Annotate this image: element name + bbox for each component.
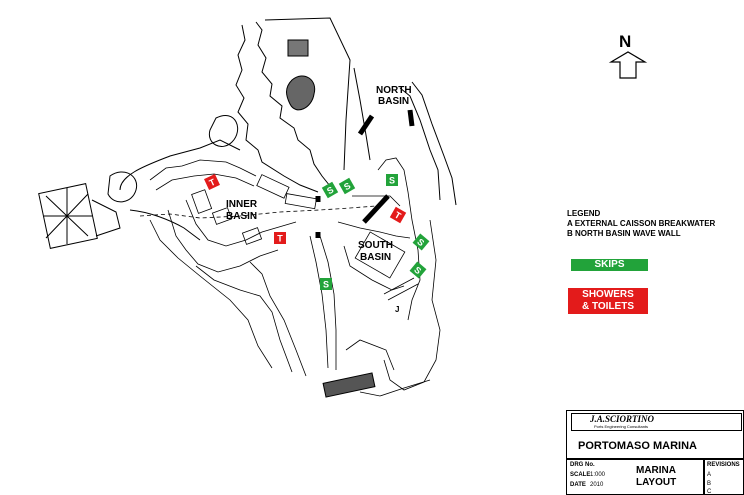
skip-marker-label: S — [342, 181, 352, 193]
skip-marker-label: S — [415, 237, 426, 249]
north-arrow-icon: N — [608, 32, 648, 79]
toilet-marker: T — [274, 232, 286, 244]
south-basin-label-1: SOUTH — [358, 240, 393, 251]
skip-marker: S — [321, 181, 339, 199]
toilet-marker: T — [389, 206, 407, 224]
divider — [566, 458, 744, 460]
company-name: J.A.SCIORTINO — [590, 414, 655, 424]
breakwaters — [315, 109, 415, 238]
skip-marker: S — [412, 233, 430, 251]
skip-marker-label: S — [389, 176, 395, 186]
skip-marker-label: S — [323, 280, 329, 290]
company-subtitle: Ports Engineering Consultants — [594, 424, 649, 429]
scale-label: SCALE — [570, 472, 591, 478]
drawing-title-2: LAYOUT — [636, 477, 677, 488]
skip-marker: S — [409, 261, 427, 279]
channel-line — [139, 205, 377, 219]
toilet-marker: T — [204, 174, 220, 190]
inner-basin-label-1: INNER — [226, 199, 258, 210]
south-basin-structures — [337, 157, 441, 397]
revisions-divider — [703, 458, 705, 495]
company-box — [571, 413, 742, 431]
toilet-marker-label: T — [277, 234, 283, 244]
skip-marker: S — [386, 174, 398, 186]
legend-item-a: A EXTERNAL CAISSON BREAKWATER — [567, 219, 716, 228]
scale-value: 1:000 — [590, 472, 606, 478]
point-j-label: J — [395, 305, 399, 314]
coastline — [38, 17, 457, 249]
showers-key-line-2: & TOILETS — [581, 301, 635, 312]
north-basin-label-2: BASIN — [378, 96, 409, 107]
skips-key: SKIPS — [571, 259, 648, 271]
area-labels: NORTH BASIN INNER BASIN SOUTH BASIN J — [226, 85, 412, 314]
project-title: PORTOMASO MARINA — [578, 440, 697, 452]
drg-no-label: DRG No. — [570, 462, 595, 468]
skip-markers: S S S S S S — [320, 174, 430, 290]
skip-marker-label: S — [325, 185, 335, 197]
skip-marker: S — [320, 278, 332, 290]
drawing-title-1: MARINA — [636, 465, 676, 476]
north-label: N — [619, 32, 631, 51]
revision-a: A — [707, 472, 712, 478]
toilet-markers: T T T — [204, 174, 407, 244]
skip-marker-label: S — [412, 265, 423, 277]
toilet-marker-label: T — [393, 210, 403, 222]
date-value: 2010 — [590, 482, 604, 488]
north-basin-label-1: NORTH — [376, 85, 412, 96]
south-basin-label-2: BASIN — [360, 252, 391, 263]
skip-marker: S — [338, 177, 356, 195]
revision-c: C — [707, 489, 712, 495]
inner-basin-label-2: BASIN — [226, 211, 257, 222]
showers-key-line-1: SHOWERS — [582, 289, 634, 300]
showers-key: SHOWERS & TOILETS — [568, 288, 648, 314]
toilet-marker-label: T — [208, 177, 218, 189]
legend-item-b: B NORTH BASIN WAVE WALL — [567, 229, 681, 238]
date-label: DATE — [570, 482, 586, 488]
revision-b: B — [707, 481, 712, 487]
revisions-label: REVISIONS — [707, 462, 740, 468]
hatched-areas — [286, 39, 376, 398]
inner-basin-structures — [149, 159, 337, 377]
legend-title: LEGEND — [567, 209, 601, 218]
